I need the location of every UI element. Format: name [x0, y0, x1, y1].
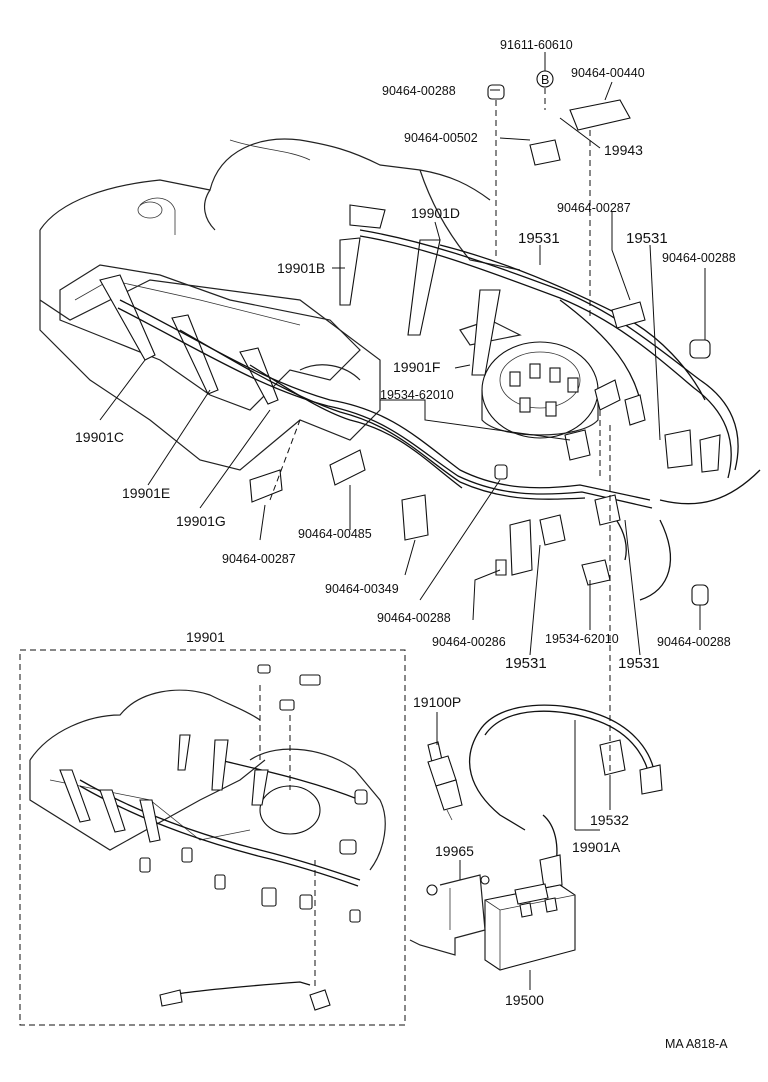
coil-wire — [468, 704, 663, 889]
label-ref-b: B — [541, 73, 549, 87]
label-19534-62010-b: 19534-62010 — [545, 632, 619, 646]
label-19965: 19965 — [435, 843, 474, 859]
part-labels: 91611-60610 B 90464-00440 90464-00288 90… — [75, 38, 736, 1051]
label-90464-00286: 90464-00286 — [432, 635, 506, 649]
diagram-code: MA A818-A — [665, 1037, 728, 1051]
label-19901A: 19901A — [572, 839, 621, 855]
label-19901C: 19901C — [75, 429, 124, 445]
distributor — [459, 319, 599, 439]
label-90464-00288-a: 90464-00288 — [382, 84, 456, 98]
label-19901F: 19901F — [393, 359, 440, 375]
label-90464-00287-b: 90464-00287 — [222, 552, 296, 566]
label-90464-00502: 90464-00502 — [404, 131, 478, 145]
label-90464-00288-b: 90464-00288 — [662, 251, 736, 265]
label-19901: 19901 — [186, 629, 225, 645]
label-19901G: 19901G — [176, 513, 226, 529]
label-19534-62010-a: 19534-62010 — [380, 388, 454, 402]
ignition-coil — [409, 874, 576, 971]
wire-harness — [117, 229, 761, 601]
label-90464-00287-a: 90464-00287 — [557, 201, 631, 215]
plug-boots — [99, 204, 501, 405]
label-19531-a: 19531 — [518, 230, 560, 247]
label-19901E: 19901E — [122, 485, 170, 501]
engine-outline — [39, 138, 521, 471]
label-19943: 19943 — [604, 142, 643, 158]
label-91611-60610: 91611-60610 — [500, 38, 573, 52]
label-19901D: 19901D — [411, 205, 460, 221]
inset-panel — [19, 649, 406, 1026]
label-19531-c: 19531 — [505, 655, 547, 672]
label-90464-00440: 90464-00440 — [571, 66, 645, 80]
ref-b-circle — [536, 70, 554, 88]
label-19531-b: 19531 — [626, 230, 668, 247]
label-19531-d: 19531 — [618, 655, 660, 672]
label-19901B: 19901B — [277, 260, 325, 276]
label-90464-00349: 90464-00349 — [325, 582, 399, 596]
spark-plug — [427, 741, 463, 821]
label-19500: 19500 — [505, 992, 544, 1008]
small-parts — [249, 72, 721, 606]
label-90464-00288-c: 90464-00288 — [377, 611, 451, 625]
label-90464-00288-d: 90464-00288 — [657, 635, 731, 649]
leader-lines — [99, 52, 706, 990]
label-19100P: 19100P — [413, 694, 461, 710]
label-90464-00485: 90464-00485 — [298, 527, 372, 541]
label-19532: 19532 — [590, 812, 629, 828]
